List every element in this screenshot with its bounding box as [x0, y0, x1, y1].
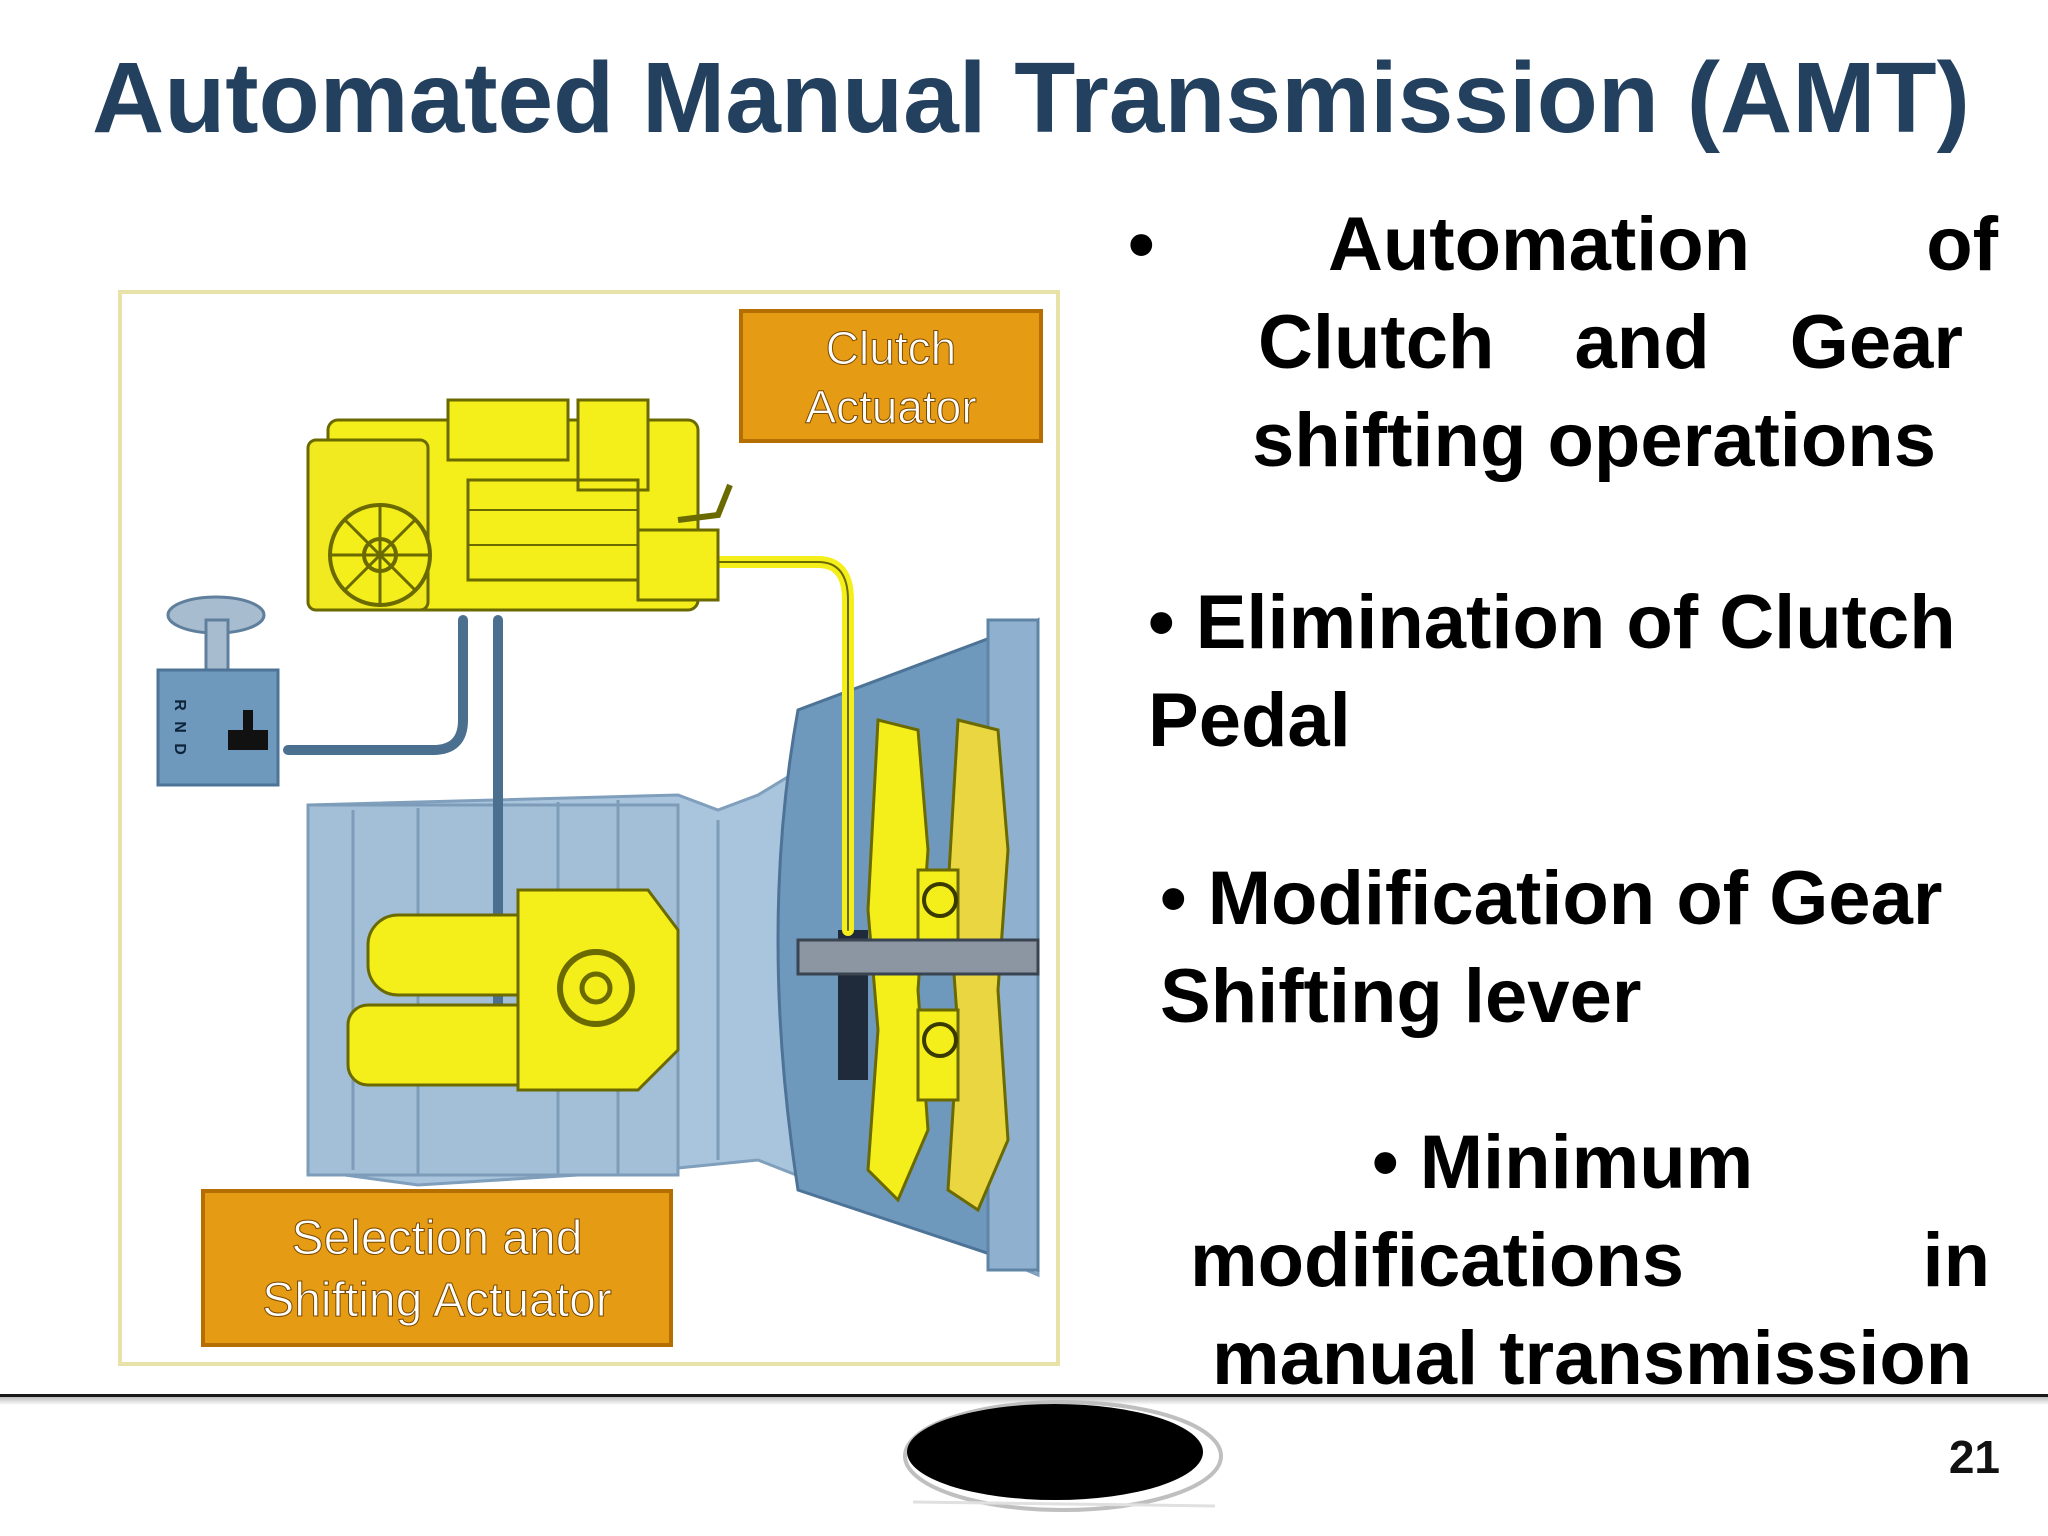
bullet-4-line-1: • Minimum — [1372, 1120, 1754, 1205]
bullet-item-1: • Automation of Clutch and Gear shifting… — [1128, 196, 1998, 490]
bullet-item-4: • Minimum modifications in manual transm… — [1190, 1114, 2010, 1408]
page-number: 21 — [1948, 1431, 2000, 1483]
bullet-1-line-3: shifting operations — [1252, 398, 1936, 483]
bullet-2-line-2: Pedal — [1148, 678, 1351, 763]
shifting-actuator-unit — [346, 888, 680, 1092]
amt-diagram — [118, 290, 1060, 1366]
gear-gate-letters: R N D — [171, 699, 188, 755]
footer-oval-decoration — [903, 1400, 1223, 1512]
bullet-1-line-1: • Automation of — [1128, 202, 1998, 287]
bullet-4-line-2: modifications in — [1190, 1218, 1990, 1303]
bullet-item-2: • Elimination of Clutch Pedal — [1148, 574, 2028, 770]
bullet-1-line-2: Clutch and Gear — [1258, 300, 1963, 385]
clutch-label-line2: Actuator — [805, 381, 976, 433]
gate-letter-n: N — [171, 721, 188, 733]
clutch-actuator-label-box: Clutch Actuator — [739, 309, 1043, 443]
clutch-assembly — [796, 718, 1040, 1213]
gear-selector — [156, 595, 280, 787]
slide-title: Automated Manual Transmission (AMT) — [92, 42, 1970, 154]
gate-letter-d: D — [171, 743, 188, 755]
clutch-label-line1: Clutch — [826, 322, 956, 374]
clutch-actuator-unit — [306, 398, 733, 612]
gate-letter-r: R — [171, 699, 188, 711]
bullet-3-line-2: Shifting lever — [1160, 954, 1642, 1039]
selection-label-line1: Selection and — [292, 1212, 583, 1265]
bullet-2-line-1: • Elimination of Clutch — [1148, 580, 1956, 665]
selection-actuator-label-box: Selection and Shifting Actuator — [201, 1189, 673, 1347]
footer-rule — [0, 1394, 2048, 1397]
bullet-item-3: • Modification of Gear Shifting lever — [1160, 850, 2020, 1046]
bullet-3-line-1: • Modification of Gear — [1160, 856, 1943, 941]
selection-label-line2: Shifting Actuator — [262, 1274, 612, 1327]
footer-rule-shadow — [0, 1397, 2048, 1405]
bullet-4-line-3: manual transmission — [1212, 1316, 1973, 1401]
